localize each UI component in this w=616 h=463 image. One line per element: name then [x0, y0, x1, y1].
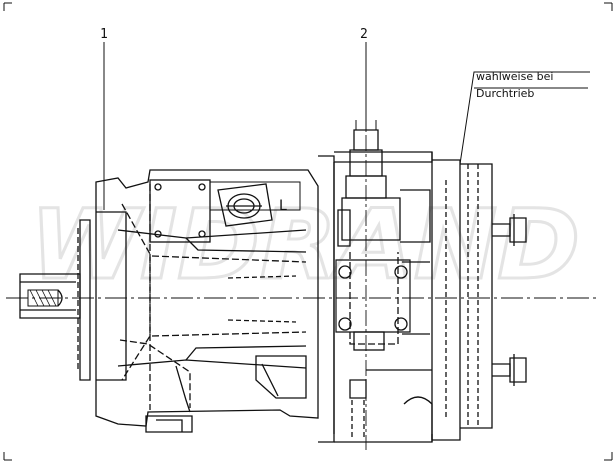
lower-boss	[145, 355, 307, 433]
callout-1: 1	[100, 27, 108, 42]
control-valve	[335, 60, 433, 450]
rear-cover	[432, 71, 590, 441]
through-bolts	[492, 214, 527, 386]
callout-2: 2	[360, 27, 368, 42]
port-l	[217, 183, 273, 227]
intermediate-plate	[318, 151, 433, 443]
frame-corners	[3, 2, 613, 461]
note-line-1: wahlweise bei	[476, 70, 554, 83]
watermark: WIDRAND	[30, 189, 580, 301]
mounting-flange	[77, 219, 91, 381]
note-line-2: Durchtrieb	[476, 87, 535, 100]
port-l-label: L	[279, 198, 287, 214]
pump-housing	[95, 169, 319, 427]
cover-plate	[149, 179, 211, 243]
